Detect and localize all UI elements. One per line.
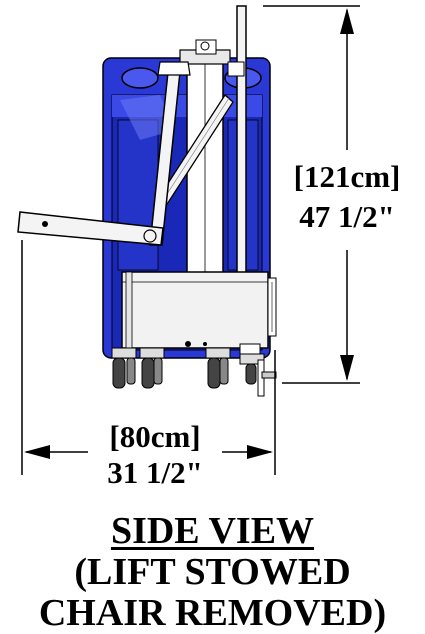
caption-title: SIDE VIEW: [110, 510, 315, 552]
height-metric-label: [121cm]: [293, 159, 401, 194]
caption-line-2: (LIFT STOWED: [74, 551, 351, 593]
height-imperial-label: 47 1/2": [299, 199, 395, 234]
width-metric-label: [80cm]: [109, 419, 201, 454]
width-dimension: [21, 240, 276, 475]
casters: [111, 347, 277, 397]
base-housing: [121, 271, 277, 357]
width-imperial-label: 31 1/2": [107, 455, 203, 490]
caption-line-3: CHAIR REMOVED): [38, 592, 387, 634]
height-dimension: [263, 5, 360, 384]
folded-lift-arm: [17, 61, 191, 246]
